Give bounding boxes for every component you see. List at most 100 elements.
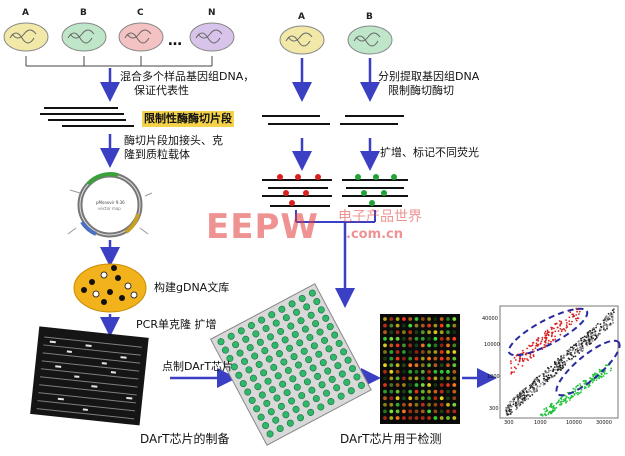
chip-spot	[247, 321, 255, 329]
array-spot	[452, 350, 457, 354]
array-spot	[389, 376, 394, 381]
chip-spot	[303, 378, 311, 386]
array-spot	[383, 350, 387, 354]
array-spot	[402, 383, 406, 387]
chip-spot	[266, 430, 274, 438]
scatter-point	[560, 322, 563, 325]
chip-spot	[287, 322, 295, 330]
step-restriction-digest: 限制酶切酶切	[388, 84, 454, 97]
array-spot	[439, 343, 444, 348]
array-spot	[433, 336, 438, 341]
scatter-point	[542, 373, 545, 375]
scatter-xtick-2: 10000	[566, 420, 582, 426]
scatter-point	[564, 363, 567, 366]
array-spot	[408, 383, 413, 387]
scatter-point	[577, 384, 579, 387]
scatter-point	[514, 396, 517, 399]
watermark-logo: EEPW	[206, 207, 319, 247]
array-spot	[414, 363, 419, 368]
chip-spot	[317, 403, 325, 411]
chip-spot	[318, 381, 326, 389]
scatter-point	[513, 371, 515, 373]
array-spot	[427, 317, 431, 321]
chip-spot	[242, 335, 250, 343]
labeled-fragments-green	[342, 174, 408, 207]
scatter-point	[574, 355, 577, 358]
scatter-point	[576, 348, 578, 350]
scatter-point	[536, 338, 539, 341]
chip-spot	[244, 388, 252, 396]
scatter-point	[559, 333, 562, 336]
scatter-point	[558, 362, 560, 365]
watermark-cn: 电子产品世界	[338, 209, 422, 225]
scatter-point	[574, 388, 576, 391]
scatter-point	[595, 324, 598, 327]
scatter-point	[516, 395, 519, 398]
array-spot	[446, 317, 450, 321]
scatter-point	[539, 413, 542, 416]
array-spot	[395, 363, 400, 368]
scatter-point	[564, 394, 566, 397]
scatter-point	[581, 345, 584, 348]
array-spot	[446, 350, 450, 354]
array-spot	[446, 336, 450, 341]
array-spot	[439, 376, 444, 381]
array-spot	[452, 416, 457, 420]
array-spot	[420, 416, 425, 420]
scatter-point	[558, 399, 560, 402]
chip-spot	[290, 353, 298, 361]
chip-spot	[309, 364, 317, 372]
scatter-point	[538, 381, 541, 383]
scatter-point	[570, 395, 573, 398]
scatter-point	[552, 375, 555, 378]
scatter-point	[595, 336, 598, 339]
chip-spot	[277, 327, 285, 335]
chip-spot	[288, 300, 296, 308]
array-spot	[389, 369, 394, 374]
array-spot	[402, 376, 406, 381]
array-spot	[420, 336, 425, 341]
array-spot	[439, 409, 444, 414]
scatter-point	[557, 366, 560, 368]
chip-spot	[343, 378, 351, 386]
scatter-point	[550, 374, 552, 377]
array-spot	[383, 317, 387, 321]
array-spot	[408, 317, 413, 321]
scatter-point	[510, 400, 512, 403]
scatter-point	[607, 312, 610, 315]
chip-spot	[226, 354, 234, 362]
chip-spot	[307, 408, 315, 416]
scatter-point	[535, 389, 538, 392]
chip-spot	[353, 373, 361, 381]
scatter-point	[513, 398, 516, 401]
scatter-point	[568, 323, 571, 326]
array-spot	[389, 409, 394, 414]
chip-spot	[307, 311, 315, 319]
chip-spot	[265, 355, 273, 363]
scatter-point	[595, 379, 598, 381]
scatter-point	[577, 340, 580, 343]
array-spot	[389, 389, 394, 394]
scatter-point	[591, 340, 594, 342]
scatter-point	[570, 358, 573, 361]
array-spot	[414, 383, 419, 387]
scatter-point	[572, 315, 574, 318]
scatter-point	[585, 342, 588, 344]
chip-spot	[293, 308, 301, 316]
scatter-point	[565, 396, 568, 399]
scatter-point	[532, 341, 535, 344]
array-spot	[420, 383, 425, 387]
scatter-point	[575, 392, 578, 394]
scatter-point	[586, 332, 589, 335]
array-spot	[446, 356, 450, 361]
chip-spot	[301, 325, 309, 333]
scatter-point	[560, 320, 562, 323]
scatter-point	[581, 336, 584, 339]
scatter-point	[522, 351, 525, 354]
array-spot	[408, 402, 413, 407]
chip-spot	[241, 357, 249, 365]
scatter-point	[604, 318, 607, 320]
scatter-point	[595, 373, 598, 375]
chip-spot	[310, 342, 318, 350]
array-spot	[402, 402, 406, 407]
